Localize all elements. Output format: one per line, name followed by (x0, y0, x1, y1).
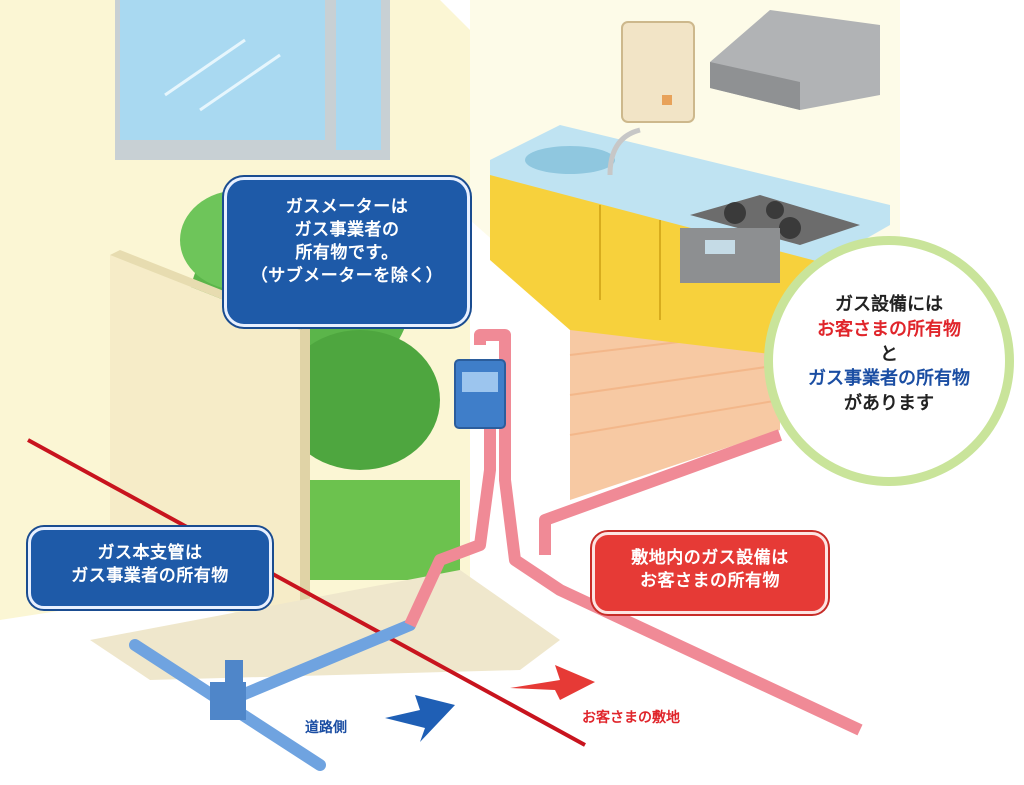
window (115, 0, 390, 160)
callout-line: ガス本支管は (97, 543, 203, 563)
property-boundary-line (27, 438, 586, 747)
ownership-info-circle: ガス設備には お客さまの所有物 と ガス事業者の所有物 があります (764, 236, 1014, 486)
callout-line: 所有物です。 (295, 242, 399, 263)
premises-arrow-icon (510, 665, 595, 700)
main-pipe-ownership-callout: ガス本支管は ガス事業者の所有物 (28, 527, 272, 609)
callout-line: お客さまの所有物 (640, 570, 780, 591)
road-side-label: 道路側 (305, 720, 347, 736)
customer-equipment-callout: 敷地内のガス設備は お客さまの所有物 (592, 532, 828, 614)
gas-main-pipe (129, 619, 416, 771)
foundation (90, 570, 560, 680)
callout-line: （サブメーターを除く） (250, 265, 444, 286)
customer-premises-label: お客さまの敷地 (582, 710, 680, 726)
road-side-arrow-icon (385, 695, 455, 742)
info-line: があります (844, 393, 934, 415)
gas-meter (454, 359, 506, 429)
info-line-customer: お客さまの所有物 (817, 318, 961, 340)
meter-ownership-callout: ガスメーターは ガス事業者の 所有物です。 （サブメーターを除く） (224, 177, 470, 327)
callout-line: ガス事業者の (294, 219, 400, 240)
customer-gas-pipe (404, 329, 863, 736)
lawn (300, 480, 460, 580)
info-line-gas-company: ガス事業者の所有物 (808, 368, 970, 390)
kitchen (490, 10, 890, 500)
info-line: ガス設備には (835, 294, 943, 315)
info-line: と (880, 343, 898, 365)
callout-line: ガスメーターは (285, 197, 409, 217)
callout-line: ガス事業者の所有物 (71, 565, 229, 586)
callout-line: 敷地内のガス設備は (631, 548, 789, 568)
